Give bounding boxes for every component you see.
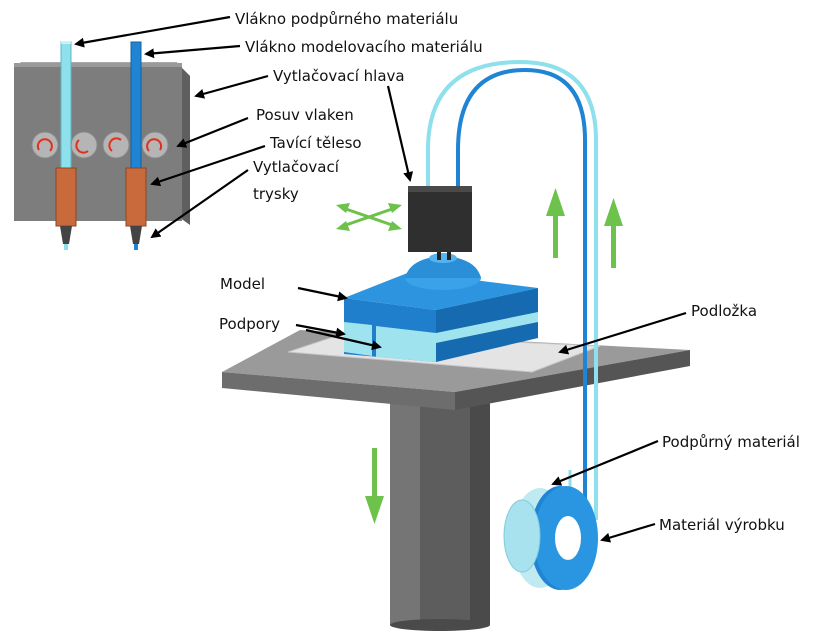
callout-arrows [74, 15, 687, 543]
label-support-material: Podpůrný materiál [662, 433, 800, 451]
nozzle-right [130, 226, 142, 244]
label-build-plate: Podložka [691, 302, 758, 320]
label-product-material: Materiál výrobku [659, 516, 785, 534]
melting-body-right [125, 167, 147, 227]
label-model-filament: Vlákno modelovacího materiálu [245, 38, 483, 56]
printer-column [390, 400, 490, 631]
printed-model [344, 253, 538, 362]
filament-spools [503, 486, 598, 590]
label-support-filament: Vlákno podpůrného materiálu [235, 10, 459, 28]
support-filament [60, 41, 72, 175]
label-melting-body: Tavící těleso [270, 134, 362, 152]
motion-arrows [336, 188, 623, 524]
support-region-center [376, 326, 436, 362]
inset-extrusion-head [14, 40, 190, 250]
label-extrusion-head: Vytlačovací hlava [273, 67, 405, 85]
extrusion-head [408, 186, 472, 260]
label-model: Model [220, 275, 266, 293]
model-filament [130, 41, 142, 175]
melting-body-left [55, 167, 77, 227]
support-region-left [344, 322, 372, 356]
feed-rollers [31, 131, 169, 159]
label-supports: Podpory [219, 315, 280, 333]
nozzle-left [60, 226, 72, 244]
support-region-right [436, 312, 538, 343]
label-filament-feed: Posuv vlaken [256, 106, 354, 124]
label-extrusion-nozzles: Vytlačovací trysky [253, 158, 339, 203]
